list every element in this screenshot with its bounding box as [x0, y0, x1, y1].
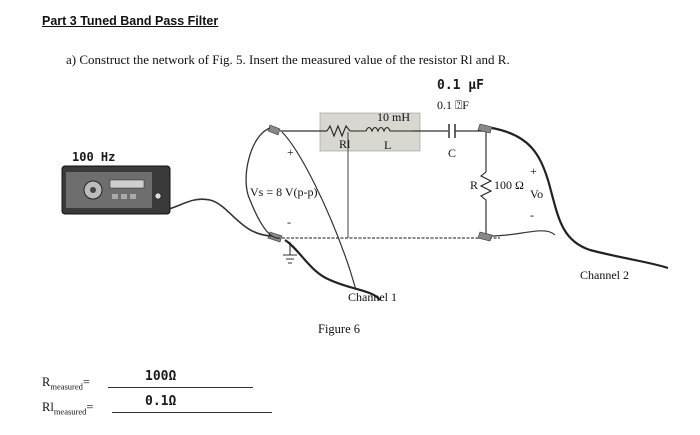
instruction-text: a) Construct the network of Fig. 5. Inse…: [66, 52, 510, 67]
resistor-r-label: R: [470, 178, 479, 192]
source-voltage-label: Vs = 8 V(p-p): [250, 185, 318, 199]
source-probe-top: [267, 124, 281, 136]
inductor-symbol: [350, 126, 412, 133]
generator-output-jack: [154, 192, 162, 200]
inductor-value: 10 mH: [377, 110, 410, 124]
section-heading: Part 3 Tuned Band Pass Filter: [42, 14, 219, 28]
output-probe-top: [477, 123, 493, 134]
channel2-label: Channel 2: [580, 268, 629, 282]
capacitor-handwritten-value: 0.1 μF: [437, 78, 484, 93]
r-measured-label: Rmeasured=: [42, 375, 90, 392]
source-lead-top: [245, 127, 281, 239]
breadboard-strip: [319, 112, 421, 152]
generator-button-1: [112, 194, 118, 199]
output-minus-sign: -: [530, 208, 534, 222]
resistor-r-value: 100 Ω: [494, 178, 524, 192]
rl-measured-label: Rlmeasured=: [42, 400, 94, 417]
channel1-probe-lead: [281, 131, 357, 291]
output-ground-lead: [491, 230, 556, 237]
channel2-cable: [491, 126, 669, 270]
channel1-label: Channel 1: [348, 290, 397, 304]
r-measured-field[interactable]: [108, 387, 253, 388]
figure-caption: Figure 6: [318, 322, 361, 336]
output-probe-bottom: [477, 231, 493, 242]
source-plus-sign: +: [287, 145, 294, 159]
capacitor-value: 0.1 ⍰F: [437, 98, 469, 112]
rl-measured-value: 0.1Ω: [145, 394, 177, 409]
capacitor-label: C: [448, 146, 457, 160]
output-label: Vo: [530, 187, 544, 201]
resistor-rl-symbol: [326, 124, 351, 138]
generator-knob-center: [90, 187, 96, 193]
source-minus-sign: -: [287, 215, 291, 229]
top-rail-right: [455, 130, 487, 172]
channel1-cable: [284, 239, 381, 301]
rl-measured-field[interactable]: [112, 412, 272, 413]
resistor-r-symbol: [479, 171, 493, 201]
generator-button-3: [130, 194, 136, 199]
generator-panel: [66, 172, 152, 208]
generator-button-2: [121, 194, 127, 199]
generator-frequency: 100 Hz: [72, 150, 116, 164]
generator-display: [109, 179, 145, 189]
output-plus-sign: +: [530, 164, 537, 178]
inductor-label: L: [384, 138, 392, 152]
r-measured-value: 100Ω: [145, 369, 177, 384]
resistor-rl-label: Rl: [339, 137, 351, 151]
ground-symbol: [283, 242, 297, 264]
